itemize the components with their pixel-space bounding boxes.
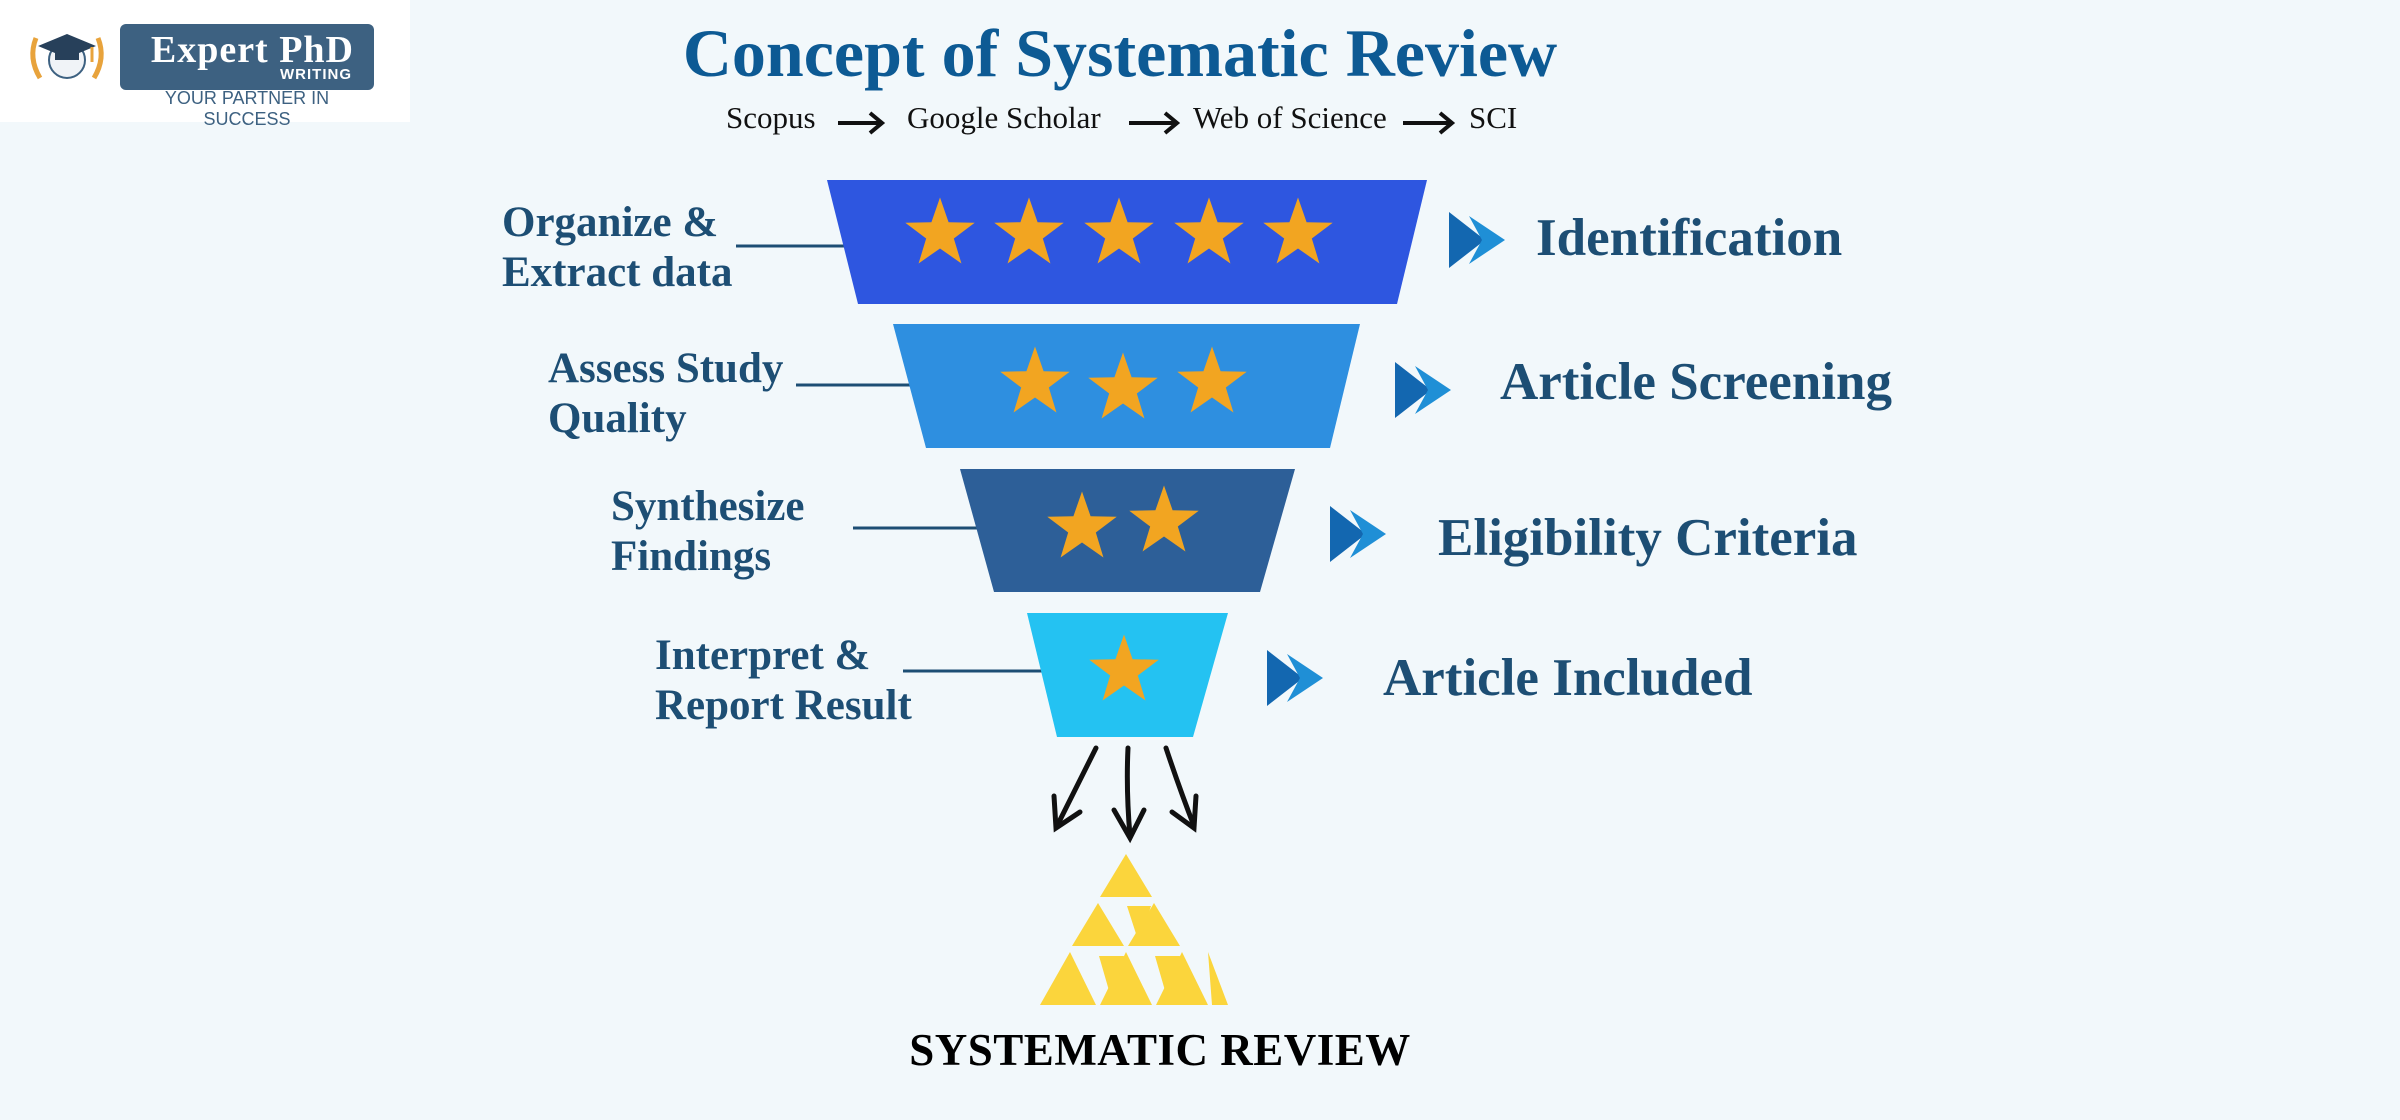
- down-arrows-icon: [1051, 745, 1199, 844]
- database-web-of-science: Web of Science: [1193, 100, 1387, 135]
- footer-title: SYSTEMATIC REVIEW: [909, 1025, 1411, 1075]
- double-chevron-icon: [1395, 362, 1451, 418]
- left-label-1: Organize & Extract data: [502, 198, 732, 298]
- left-label-3-line1: Synthesize: [611, 483, 805, 530]
- logo-title: Expert PhD: [150, 29, 354, 71]
- database-google-scholar: Google Scholar: [907, 100, 1101, 135]
- graduation-cap-icon: [30, 34, 104, 80]
- logo-badge: Expert PhD WRITING: [120, 24, 374, 90]
- stage-label-identification: Identification: [1536, 209, 1843, 267]
- left-label-4: Interpret & Report Result: [655, 631, 912, 731]
- left-label-2-line2: Quality: [548, 395, 687, 442]
- funnel-segment-3: [960, 469, 1295, 592]
- left-label-4-line1: Interpret &: [655, 632, 871, 679]
- stage-label-eligibility-criteria: Eligibility Criteria: [1438, 509, 1858, 567]
- left-label-1-line1: Organize &: [502, 199, 719, 246]
- stage-label-article-screening: Article Screening: [1500, 353, 1892, 411]
- stage-label-article-included: Article Included: [1383, 649, 1753, 707]
- arrow-web-of-science-to-sci: [1403, 111, 1456, 135]
- page-title: Concept of Systematic Review: [682, 15, 1558, 91]
- logo: Expert PhD WRITING YOUR PARTNER IN SUCCE…: [0, 0, 410, 129]
- database-sci: SCI: [1469, 100, 1518, 135]
- logo-subtitle: WRITING: [280, 66, 352, 83]
- double-chevron-icon: [1449, 212, 1505, 268]
- pyramid-icon: [1040, 854, 1228, 1005]
- double-chevron-icon: [1267, 650, 1323, 706]
- double-chevron-icon: [1330, 506, 1386, 562]
- left-label-2-line1: Assess Study: [548, 345, 784, 392]
- logo-tagline: YOUR PARTNER IN SUCCESS: [164, 88, 330, 129]
- arrow-scopus-to-google-scholar: [838, 111, 886, 135]
- left-label-3: Synthesize Findings: [611, 482, 805, 582]
- left-label-2: Assess Study Quality: [548, 344, 783, 444]
- left-label-3-line2: Findings: [611, 533, 772, 580]
- arrow-google-scholar-to-web-of-science: [1129, 111, 1181, 135]
- left-label-1-line2: Extract data: [502, 249, 733, 296]
- left-label-4-line2: Report Result: [655, 682, 912, 729]
- database-scopus: Scopus: [726, 100, 816, 135]
